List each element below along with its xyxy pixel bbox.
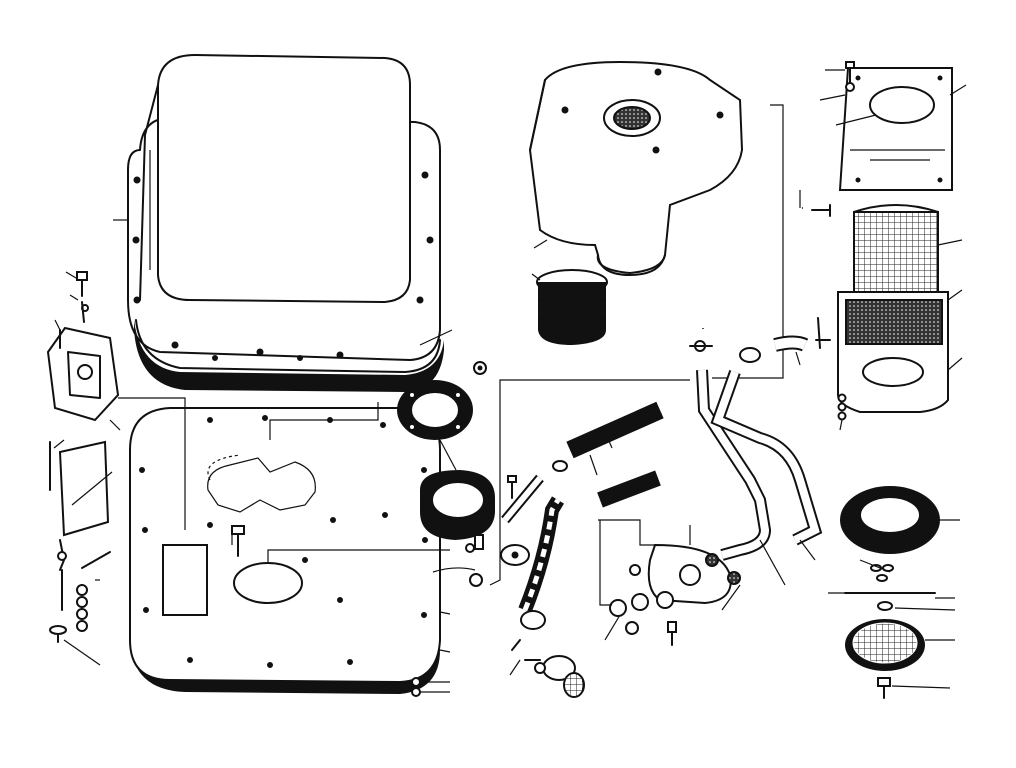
bracket-plate-center <box>647 543 741 611</box>
long-pipe-right <box>696 369 823 586</box>
small-nut-center <box>465 361 487 587</box>
hose-upper-right <box>698 104 831 379</box>
nuts-bottom <box>411 677 450 697</box>
hose-elbow-right <box>773 317 831 366</box>
bolt-grille <box>877 677 951 699</box>
blower-housing <box>528 60 744 277</box>
grille-cover <box>845 619 955 671</box>
hose-clamps-right <box>689 340 761 363</box>
latch-bracket-left <box>46 319 121 431</box>
cover-hood <box>113 53 453 392</box>
bolt-filter-top <box>845 61 855 92</box>
filter-top-plate <box>819 67 967 191</box>
washer-stack-left <box>61 569 100 632</box>
flanges-center <box>500 544 585 698</box>
gasket-ring-upper <box>397 380 473 440</box>
washers-stack <box>828 559 956 611</box>
seal-ring-large <box>840 486 960 554</box>
bolt-top-left <box>65 271 89 323</box>
clamp-parts-center <box>599 520 691 646</box>
latch-rod-left <box>49 439 113 571</box>
filter-core <box>853 204 963 293</box>
bolt-base <box>231 525 245 557</box>
gasket-ring-lower <box>420 470 495 540</box>
screw-bottom-left <box>49 625 101 666</box>
filter-bottom-housing <box>837 289 963 413</box>
small-fittings-right <box>837 393 847 431</box>
hose-segments-center <box>552 401 664 508</box>
small-bolts-center <box>474 475 517 550</box>
curved-hose-center <box>501 474 565 613</box>
base-plate <box>118 397 451 694</box>
adapter-sleeve <box>531 269 608 345</box>
